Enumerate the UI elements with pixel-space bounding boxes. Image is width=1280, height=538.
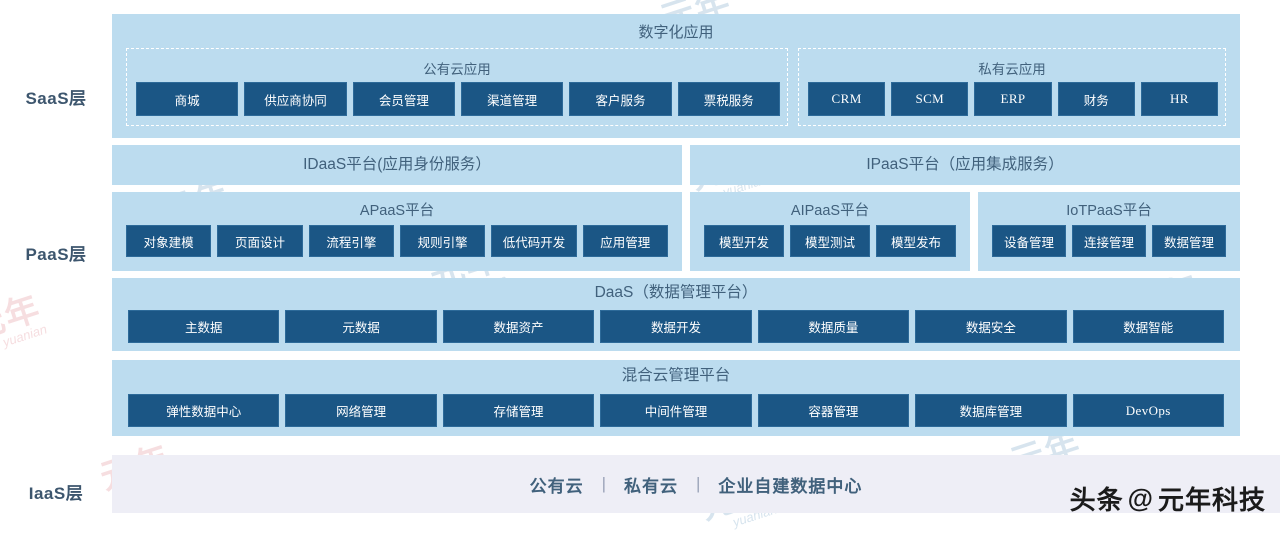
iaas-bar: 公有云 | 私有云 | 企业自建数据中心 xyxy=(112,455,1280,513)
iotpaas-chips: 设备管理 连接管理 数据管理 xyxy=(992,225,1226,257)
chip-shebeiguanli[interactable]: 设备管理 xyxy=(992,225,1066,257)
chip-scm[interactable]: SCM xyxy=(891,82,969,116)
chip-rongqiguanli[interactable]: 容器管理 xyxy=(757,394,910,427)
saas-group-private-cloud-title: 私有云应用 xyxy=(978,62,1046,77)
chip-guizeyinqing[interactable]: 规则引擎 xyxy=(399,225,486,257)
chip-moxingceshi[interactable]: 模型测试 xyxy=(790,225,870,257)
layer-label-paas: PaaS层 xyxy=(25,245,87,264)
chip-erp[interactable]: ERP xyxy=(974,82,1052,116)
chip-cunchuguanli[interactable]: 存储管理 xyxy=(442,394,595,427)
chip-yingyongguanli[interactable]: 应用管理 xyxy=(582,225,668,257)
daas-title: DaaS（数据管理平台） xyxy=(594,284,758,301)
iaas-separator: | xyxy=(601,474,606,493)
idaas-title: IDaaS平台(应用身份服务） xyxy=(303,156,491,173)
chip-shujukaifa[interactable]: 数据开发 xyxy=(600,310,752,343)
daas-band: DaaS（数据管理平台） 主数据 元数据 数据资产 数据开发 数据质量 数据安全… xyxy=(112,278,1240,351)
ipaas-band[interactable]: IPaaS平台（应用集成服务） xyxy=(690,145,1240,185)
chip-yuanshuju[interactable]: 元数据 xyxy=(285,310,437,343)
saas-band: 数字化应用 公有云应用 商城 供应商协同 会员管理 渠道管理 客户服务 票税服务… xyxy=(112,14,1240,138)
aipaas-panel: AIPaaS平台 模型开发 模型测试 模型发布 xyxy=(690,192,970,271)
chip-zhushuju[interactable]: 主数据 xyxy=(128,310,280,343)
apaas-chips: 对象建模 页面设计 流程引擎 规则引擎 低代码开发 应用管理 xyxy=(126,225,668,257)
chip-didaimakaifa[interactable]: 低代码开发 xyxy=(491,225,577,257)
chip-crm[interactable]: CRM xyxy=(808,82,886,116)
idaas-band[interactable]: IDaaS平台(应用身份服务） xyxy=(112,145,682,185)
saas-group-public-cloud: 公有云应用 商城 供应商协同 会员管理 渠道管理 客户服务 票税服务 xyxy=(126,48,788,126)
chip-shujuguanli[interactable]: 数据管理 xyxy=(1152,225,1226,257)
chip-shujuzhineng[interactable]: 数据智能 xyxy=(1072,310,1224,343)
chip-yemianshefi[interactable]: 页面设计 xyxy=(217,225,303,257)
chip-gongyingshangxietong[interactable]: 供应商协同 xyxy=(244,82,347,116)
iotpaas-title: IoTPaaS平台 xyxy=(1066,203,1152,219)
chip-moxingfabu[interactable]: 模型发布 xyxy=(876,225,956,257)
saas-band-title: 数字化应用 xyxy=(638,24,714,41)
saas-group-private-cloud: 私有云应用 CRM SCM ERP 财务 HR xyxy=(798,48,1226,126)
credit-prefix: 头条 xyxy=(1069,485,1124,515)
chip-tanxingshujuzhongxin[interactable]: 弹性数据中心 xyxy=(128,394,280,427)
chip-huiyuanguanli[interactable]: 会员管理 xyxy=(352,82,455,116)
chip-qudaoguanli[interactable]: 渠道管理 xyxy=(460,82,564,116)
chip-hr[interactable]: HR xyxy=(1140,82,1219,116)
chip-moxingkaifa[interactable]: 模型开发 xyxy=(704,225,784,257)
chip-kehufuwu[interactable]: 客户服务 xyxy=(569,82,672,116)
chip-shangcheng[interactable]: 商城 xyxy=(136,82,239,116)
aipaas-title: AIPaaS平台 xyxy=(790,203,870,219)
chip-shujuzhiliang[interactable]: 数据质量 xyxy=(757,310,910,343)
chip-shujukuguanli[interactable]: 数据库管理 xyxy=(915,394,1067,427)
credit-at-symbol: @ xyxy=(1127,483,1154,513)
credit-name: 元年科技 xyxy=(1157,485,1266,515)
apaas-panel: APaaS平台 对象建模 页面设计 流程引擎 规则引擎 低代码开发 应用管理 xyxy=(112,192,682,271)
apaas-title: APaaS平台 xyxy=(359,203,435,219)
chip-piaoshuifuwu[interactable]: 票税服务 xyxy=(677,82,780,116)
hybrid-cloud-title: 混合云管理平台 xyxy=(621,367,731,384)
iaas-item-private-cloud[interactable]: 私有云 xyxy=(624,476,678,496)
chip-lianjieguanli[interactable]: 连接管理 xyxy=(1072,225,1146,257)
chip-devops[interactable]: DevOps xyxy=(1072,394,1224,427)
daas-chips: 主数据 元数据 数据资产 数据开发 数据质量 数据安全 数据智能 xyxy=(128,310,1224,343)
hybrid-cloud-band: 混合云管理平台 弹性数据中心 网络管理 存储管理 中间件管理 容器管理 数据库管… xyxy=(112,360,1240,436)
iaas-separator: | xyxy=(696,474,701,493)
chip-caiwu[interactable]: 财务 xyxy=(1057,82,1135,116)
iotpaas-panel: IoTPaaS平台 设备管理 连接管理 数据管理 xyxy=(978,192,1240,271)
chip-shujuanquan[interactable]: 数据安全 xyxy=(915,310,1067,343)
hybrid-cloud-chips: 弹性数据中心 网络管理 存储管理 中间件管理 容器管理 数据库管理 DevOps xyxy=(128,394,1224,427)
chip-shujuzichan[interactable]: 数据资产 xyxy=(442,310,595,343)
chip-zhongjianjianguanli[interactable]: 中间件管理 xyxy=(600,394,752,427)
layer-label-saas: SaaS层 xyxy=(25,89,87,108)
chip-liuchengyinqing[interactable]: 流程引擎 xyxy=(308,225,394,257)
ipaas-title: IPaaS平台（应用集成服务） xyxy=(866,156,1064,173)
publisher-credit: 头条 @ 元年科技 xyxy=(1070,480,1266,517)
chip-wangluoguanli[interactable]: 网络管理 xyxy=(285,394,437,427)
layer-label-iaas: IaaS层 xyxy=(28,484,84,503)
aipaas-chips: 模型开发 模型测试 模型发布 xyxy=(704,225,956,257)
iaas-item-enterprise-datacenter[interactable]: 企业自建数据中心 xyxy=(718,476,863,496)
iaas-item-public-cloud[interactable]: 公有云 xyxy=(529,476,584,496)
chip-duixiangjianmo[interactable]: 对象建模 xyxy=(126,225,212,257)
saas-group-public-cloud-title: 公有云应用 xyxy=(423,62,491,77)
saas-private-cloud-chips: CRM SCM ERP 财务 HR xyxy=(808,82,1219,116)
saas-public-cloud-chips: 商城 供应商协同 会员管理 渠道管理 客户服务 票税服务 xyxy=(136,82,780,116)
